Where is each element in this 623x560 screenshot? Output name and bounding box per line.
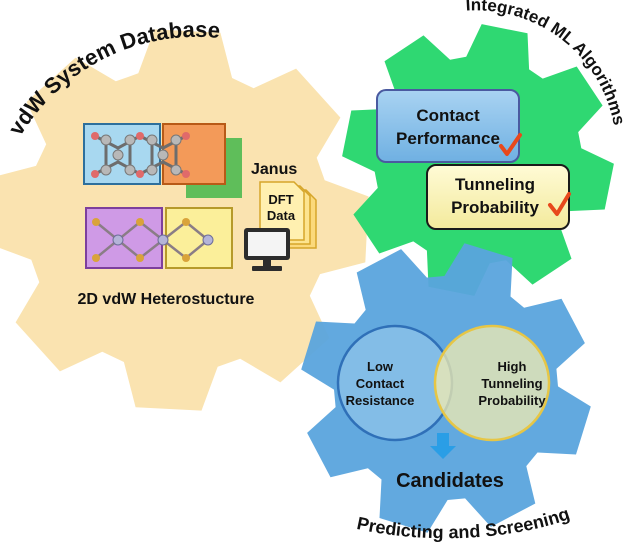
- checkmark-icon: [548, 192, 571, 216]
- venn-right-line2: Tunneling: [481, 376, 542, 391]
- tunneling-line1: Tunneling: [455, 175, 535, 194]
- contact-performance-line1: Contact: [416, 106, 480, 125]
- venn-diagram: Low Contact Resistance High Tunneling Pr…: [336, 324, 551, 442]
- tunneling-line2: Probability: [451, 198, 539, 217]
- venn-left-line3: Resistance: [346, 393, 415, 408]
- atoms-top: [100, 134, 182, 176]
- venn-right-line1: High: [498, 359, 527, 374]
- dft-label: DFT: [268, 192, 293, 207]
- yellow-tile: [165, 207, 233, 269]
- contact-performance-box: Contact Performance: [376, 89, 522, 163]
- contact-performance-line2: Performance: [396, 129, 500, 148]
- venn-right-line3: Probability: [478, 393, 546, 408]
- heterostructure-illustration: [83, 123, 242, 269]
- atoms-bottom-gold: [92, 218, 190, 262]
- venn-left-line1: Low: [367, 359, 394, 374]
- orange-tile: [162, 123, 226, 185]
- atoms-bottom: [112, 234, 214, 246]
- venn-left-line2: Contact: [356, 376, 405, 391]
- computer-icon: [244, 228, 290, 271]
- candidates-label: Candidates: [396, 470, 504, 492]
- heterostructure-label: 2D vdW Heterostucture: [78, 291, 255, 308]
- checkmark-icon: [499, 133, 522, 156]
- data-label: Data: [267, 208, 296, 223]
- atoms-top-red: [91, 132, 190, 178]
- tunneling-probability-box: Tunneling Probability: [426, 164, 571, 230]
- high-tunneling-probability-circle: [433, 324, 551, 442]
- down-arrow-icon: [430, 433, 456, 459]
- janus-label: Janus: [251, 161, 297, 178]
